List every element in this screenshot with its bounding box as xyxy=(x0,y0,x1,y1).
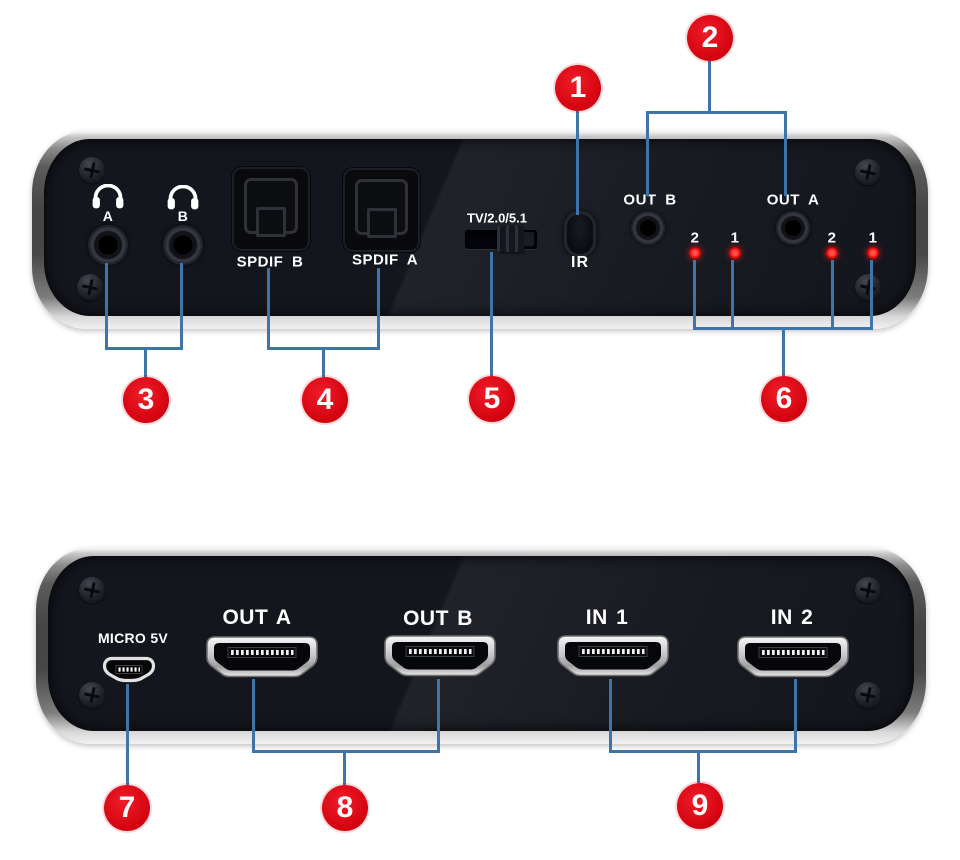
spdif-a-label: SPDIF A xyxy=(351,251,419,269)
callout-badge-4: 4 xyxy=(302,377,348,423)
status-led xyxy=(689,247,701,259)
callout-badge-8: 8 xyxy=(322,785,368,831)
hdmi-out-b-label: OUT B xyxy=(403,607,473,630)
callout-badge-6: 6 xyxy=(761,376,807,422)
callout-line xyxy=(731,260,734,328)
out-a-jack xyxy=(776,211,810,245)
headphone-a-label: A xyxy=(102,208,114,224)
hdmi-in-1-port xyxy=(556,634,670,678)
callout-line xyxy=(782,330,785,376)
callout-badge-1: 1 xyxy=(555,65,601,111)
led-label: 2 xyxy=(827,229,837,247)
ir-label: IR xyxy=(571,254,589,271)
callout-line xyxy=(708,61,711,111)
ir-receiver xyxy=(564,211,596,257)
status-led xyxy=(867,247,879,259)
out-a-jack-label: OUT A xyxy=(766,191,820,209)
hdmi-out-b-port xyxy=(383,634,497,678)
micro-usb-label: MICRO 5V xyxy=(97,630,169,646)
callout-badge-2: 2 xyxy=(687,15,733,61)
callout-badge-9: 9 xyxy=(677,783,723,829)
status-led xyxy=(826,247,838,259)
callout-bracket xyxy=(609,679,797,753)
callout-line xyxy=(490,252,493,376)
spdif-b-port xyxy=(232,167,310,251)
callout-bracket xyxy=(693,260,873,330)
callout-badge-7: 7 xyxy=(104,785,150,831)
callout-bracket xyxy=(105,263,183,350)
hdmi-in-2-port xyxy=(736,635,850,679)
callout-bracket xyxy=(252,679,440,753)
out-b-jack-label: OUT B xyxy=(623,191,677,209)
callout-line xyxy=(831,260,834,328)
callout-bracket xyxy=(267,268,380,350)
callout-badge-5: 5 xyxy=(469,376,515,422)
hdmi-in-2-label: IN 2 xyxy=(770,606,814,629)
headphone-b-label: B xyxy=(177,208,189,224)
hdmi-out-a-label: OUT A xyxy=(222,606,292,629)
callout-line xyxy=(343,753,346,785)
led-label: 2 xyxy=(690,229,700,247)
led-label: 1 xyxy=(868,229,878,247)
led-label: 1 xyxy=(730,229,740,247)
callout-line xyxy=(322,350,325,377)
headphone-jack-b xyxy=(163,225,203,265)
status-led xyxy=(729,247,741,259)
switch-knob xyxy=(496,226,525,252)
headphone-jack-a xyxy=(88,225,128,265)
micro-usb-port xyxy=(102,656,156,684)
callout-bracket xyxy=(646,111,787,196)
spdif-a-port xyxy=(343,168,420,252)
audio-mode-switch-label: TV/2.0/5.1 xyxy=(467,210,527,226)
hdmi-panel-device: MICRO 5V OUT A OUT B IN 1 IN 2 xyxy=(36,548,926,744)
callout-line xyxy=(576,111,579,215)
headphone-icon xyxy=(91,184,125,211)
hdmi-out-a-port xyxy=(205,635,319,679)
out-b-jack xyxy=(631,211,665,245)
callout-line xyxy=(144,350,147,377)
hdmi-in-1-label: IN 1 xyxy=(585,606,629,629)
callout-line xyxy=(126,684,129,785)
audio-mode-switch xyxy=(465,226,537,252)
spdif-b-label: SPDIF B xyxy=(236,253,304,271)
callout-line xyxy=(697,753,700,783)
audio-panel-device: A B SPDIF B SPDIF A TV/2.0/5.1 IR OUT B … xyxy=(32,131,928,329)
callout-badge-3: 3 xyxy=(123,377,169,423)
